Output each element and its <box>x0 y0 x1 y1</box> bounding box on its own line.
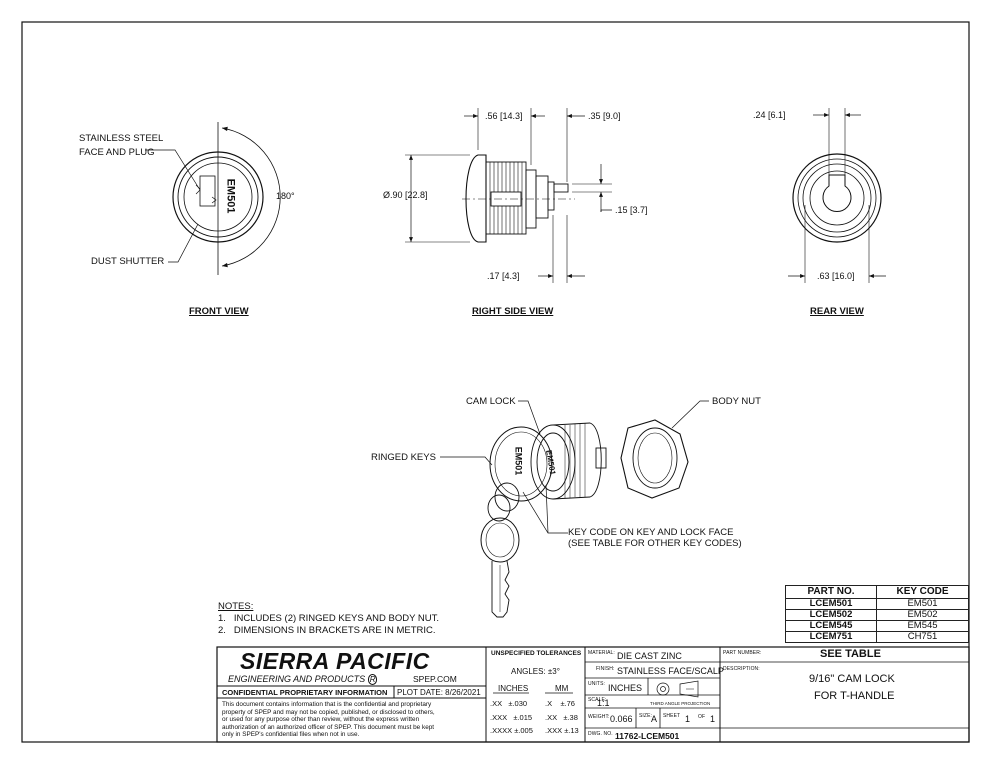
table-row: LCEM545 EM545 <box>785 620 969 632</box>
description-line1: 9/16" CAM LOCK <box>809 673 895 685</box>
material-value: DIE CAST ZINC <box>617 651 682 661</box>
dim-diameter-090: Ø.90 [22.8] <box>383 190 428 200</box>
finish-value: STAINLESS FACE/SCALP <box>617 666 724 676</box>
tolerance-inch-column: .XX ±.030 .XXX ±.015 .XXXX ±.005 <box>490 699 533 735</box>
company-name: SIERRA PACIFIC <box>240 648 430 674</box>
note-1: 1. INCLUDES (2) RINGED KEYS AND BODY NUT… <box>218 613 440 624</box>
sheet-label: SHEET <box>663 713 681 719</box>
part-number-value: SEE TABLE <box>820 648 881 660</box>
dim-015: .15 [3.7] <box>615 205 648 215</box>
projection-label: THIRD ANGLE PROJECTION <box>650 701 711 706</box>
key-code-table: PART NO. KEY CODE LCEM501 EM501 LCEM502 … <box>785 585 969 643</box>
tolerance-mm-label: MM <box>555 684 569 693</box>
title-block-grid <box>216 646 970 743</box>
tolerances-title: UNSPECIFIED TOLERANCES <box>491 650 582 657</box>
dim-056: .56 [14.3] <box>485 111 523 121</box>
label-body-nut: BODY NUT <box>712 396 761 407</box>
dim-017: .17 [4.3] <box>487 271 520 281</box>
tolerance-inches-label: INCHES <box>498 684 529 693</box>
right-side-view-drawing <box>405 108 612 283</box>
sheet-value: 1 <box>685 714 691 724</box>
sheet-of-label: OF <box>698 714 706 720</box>
table-header: PART NO. <box>785 585 877 599</box>
confidential-text: This document contains information that … <box>222 701 435 739</box>
units-label: UNITS: <box>588 681 605 687</box>
key-code-cell: EM545 <box>876 620 969 632</box>
company-subtitle: ENGINEERING AND PRODUCTS R <box>228 674 378 685</box>
iso-key-text: EM501 <box>513 446 524 476</box>
label-dust-shutter: DUST SHUTTER <box>91 256 165 267</box>
dim-024: .24 [6.1] <box>753 110 786 120</box>
table-row: LCEM502 EM502 <box>785 609 969 621</box>
scale-value: 1:1 <box>597 698 610 708</box>
part-number-label: PART NUMBER: <box>723 650 762 656</box>
label-stainless-steel: STAINLESS STEEL <box>79 133 164 144</box>
table-header: KEY CODE <box>876 585 969 599</box>
label-key-code-line2: (SEE TABLE FOR OTHER KEY CODES) <box>568 538 742 549</box>
dim-035: .35 [9.0] <box>588 111 621 121</box>
key-code-cell: CH751 <box>876 631 969 643</box>
material-label: MATERIAL: <box>588 650 615 656</box>
key-code-cell: EM502 <box>876 609 969 621</box>
weight-value: 0.066 <box>610 714 633 724</box>
scale-label: SCALE: <box>588 697 607 703</box>
part-number-cell: LCEM502 <box>785 609 877 621</box>
dim-angle-180: 180° <box>276 191 295 201</box>
weight-label: WEIGHT: <box>588 714 610 720</box>
view-title-front: FRONT VIEW <box>189 306 249 317</box>
label-ringed-keys: RINGED KEYS <box>371 452 436 463</box>
label-face-and-plug: FACE AND PLUG <box>79 147 155 158</box>
sheet-total: 1 <box>710 714 716 724</box>
front-view-drawing <box>145 122 281 275</box>
label-cam-lock: CAM LOCK <box>466 396 516 407</box>
size-value: A <box>651 714 658 724</box>
company-website: SPEP.COM <box>413 674 457 684</box>
rear-view-drawing <box>788 108 886 283</box>
registered-icon: R <box>367 674 378 685</box>
part-number-cell: LCEM751 <box>785 631 877 643</box>
dwg-no-value: 11762-LCEM501 <box>615 731 680 741</box>
isometric-assembly-drawing <box>440 400 709 618</box>
tolerance-mm-column: .X ±.76 .XX ±.38 .XXX ±.13 <box>545 699 579 735</box>
units-value: INCHES <box>608 683 643 693</box>
table-row: LCEM751 CH751 <box>785 631 969 643</box>
plot-date: PLOT DATE: 8/26/2021 <box>397 688 481 697</box>
view-title-right-side: RIGHT SIDE VIEW <box>472 306 554 317</box>
dwg-no-label: DWG. NO. <box>588 731 613 737</box>
description-label: DESCRIPTION: <box>723 666 760 672</box>
tolerance-angles: ANGLES: ±3° <box>511 667 560 676</box>
part-number-cell: LCEM501 <box>785 598 877 610</box>
view-title-rear: REAR VIEW <box>810 306 864 317</box>
part-number-cell: LCEM545 <box>785 620 877 632</box>
front-key-code: EM501 <box>224 178 237 214</box>
confidential-title: CONFIDENTIAL PROPRIETARY INFORMATION <box>222 688 388 697</box>
notes-heading: NOTES: <box>218 601 254 612</box>
key-code-cell: EM501 <box>876 598 969 610</box>
label-key-code-line1: KEY CODE ON KEY AND LOCK FACE <box>568 527 734 538</box>
table-row: LCEM501 EM501 <box>785 598 969 610</box>
table-header-row: PART NO. KEY CODE <box>785 585 969 599</box>
description-line2: FOR T-HANDLE <box>814 690 895 702</box>
note-2: 2. DIMENSIONS IN BRACKETS ARE IN METRIC. <box>218 625 436 636</box>
finish-label: FINISH: <box>596 666 615 672</box>
dim-063: .63 [16.0] <box>817 271 855 281</box>
size-label: SIZE: <box>639 713 653 719</box>
